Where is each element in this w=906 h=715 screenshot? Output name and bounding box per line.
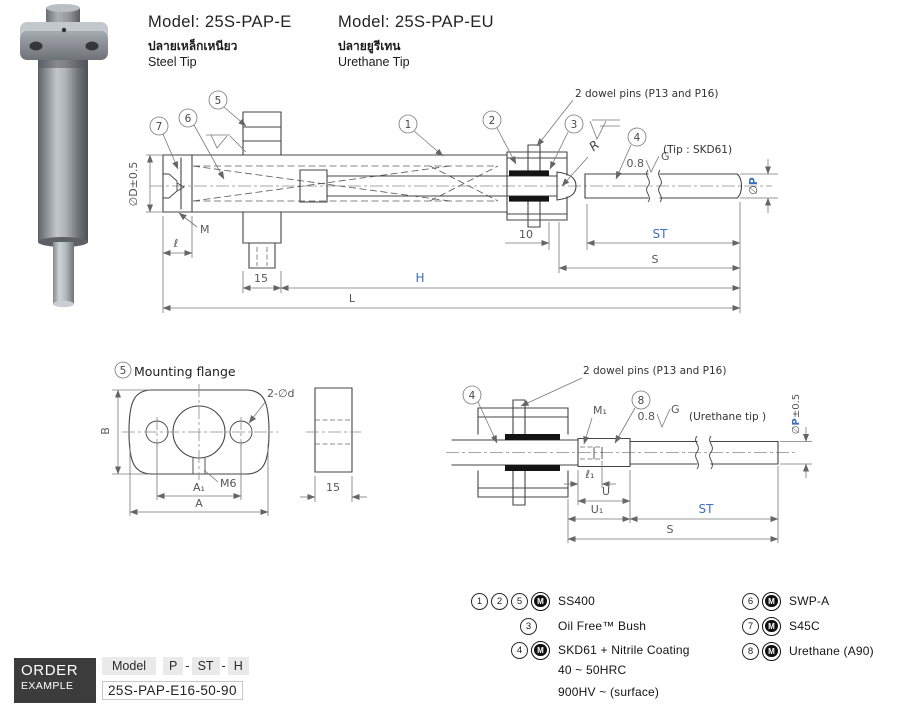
material-name: Urethane (A90)	[789, 644, 874, 658]
roughness-value-2: 0.8	[638, 410, 656, 423]
m6-label: M6	[220, 477, 237, 490]
m1-label: M₁	[593, 404, 607, 417]
r-label: R	[586, 137, 602, 154]
a1-dim: A₁	[193, 481, 205, 494]
ell1-dim: ℓ₁	[585, 468, 595, 481]
part-number-badge: 2	[491, 592, 508, 610]
model-chip: Model	[102, 657, 157, 675]
material-detail: 40 ~ 50HRC	[558, 663, 627, 677]
u1-dim: U₁	[591, 503, 603, 516]
photo-shaft	[53, 242, 74, 304]
callout-2: 2	[489, 115, 496, 127]
material-name: SS400	[558, 594, 596, 608]
mounting-flange-views: 5 Mounting flange B 2-∅d M6 A₁ A	[99, 361, 367, 516]
dia-p-dim: ∅P	[747, 177, 760, 195]
part-number-badge: 6	[742, 592, 759, 610]
st-chip: ST	[191, 657, 220, 675]
material-row: 8 M Urethane (A90)	[735, 641, 874, 661]
dia-p-dim-2: ∅P±0.5	[791, 394, 802, 434]
u-dim: U	[602, 485, 610, 498]
urethane-tip-note: (Urethane tip )	[689, 411, 766, 423]
flange-section-title: Mounting flange	[134, 364, 236, 379]
m-badge: M	[531, 640, 550, 660]
dowel-pins-note: 2 dowel pins (P13 and P16)	[575, 88, 718, 100]
photo-body	[38, 58, 88, 242]
m-badge: M	[762, 591, 781, 611]
drawing-steel-tip: 0.8 G 7 6 5 1 2 3 4 2 dowel pins (	[127, 88, 778, 313]
s-dim-2: S	[667, 523, 674, 536]
callout-3: 3	[571, 119, 578, 131]
callout-6: 6	[185, 113, 192, 125]
material-name: SKD61 + Nitrile Coating	[558, 643, 690, 657]
material-name: S45C	[789, 619, 820, 633]
st-dim: ST	[653, 227, 669, 241]
material-row: 4 M SKD61 + Nitrile Coating	[462, 640, 690, 660]
h-chip: H	[227, 657, 249, 675]
part-number-badge: 3	[520, 617, 537, 635]
dia-d-dim: ∅D±0.5	[127, 162, 140, 207]
order-format-row: Model P - ST - H	[102, 657, 249, 675]
thai-label-steel: ปลายเหล็กเหนียว	[148, 39, 238, 53]
dowel-pins-note-2: 2 dowel pins (P13 and P16)	[583, 365, 726, 377]
l-dim: L	[349, 292, 356, 305]
part-number-badge: 1	[471, 592, 488, 610]
m-thread-label: M	[200, 223, 210, 236]
m-badge: M	[762, 641, 781, 661]
material-name: Oil Free™ Bush	[558, 619, 647, 633]
material-row: 3 Oil Free™ Bush	[462, 617, 646, 635]
callout-1: 1	[405, 119, 412, 131]
product-photo	[20, 4, 108, 308]
model-title-urethane: Model: 25S-PAP-EU	[338, 13, 494, 31]
part-number-badge: 7	[742, 617, 759, 635]
model-title-steel: Model: 25S-PAP-E	[148, 13, 292, 31]
order-example-label: ORDER EXAMPLE	[14, 658, 96, 703]
st-dim-2: ST	[699, 502, 715, 516]
part-number-badge: 8	[742, 642, 759, 660]
material-row: 1 2 5 M SS400	[462, 591, 596, 611]
dim-15: 15	[254, 272, 268, 285]
callout-4b: 4	[469, 390, 476, 402]
roughness-grade-2: G	[671, 403, 680, 416]
photo-flange-hole	[29, 41, 43, 51]
photo-flange	[20, 31, 108, 60]
roughness-value: 0.8	[627, 157, 645, 170]
p-chip: P	[163, 657, 184, 675]
m-badge: M	[531, 591, 550, 611]
thai-label-urethane: ปลายยูรีเทน	[338, 39, 401, 53]
h-dim: H	[415, 271, 424, 285]
order-example-code: 25S-PAP-E16-50-90	[102, 681, 243, 700]
flange-thickness-dim: 15	[326, 481, 340, 494]
material-name: SWP-A	[789, 594, 830, 608]
photo-flange-hole	[85, 41, 99, 51]
ell-dim: ℓ	[173, 237, 179, 250]
b-dim: B	[99, 427, 112, 435]
callout-5: 5	[215, 95, 222, 107]
callout-8: 8	[638, 395, 645, 407]
m-badge: M	[762, 616, 781, 636]
flange-callout-5: 5	[120, 365, 127, 377]
material-row: 7 M S45C	[735, 616, 820, 636]
two-dia-d-label: 2-∅d	[267, 387, 295, 400]
callout-4: 4	[634, 132, 641, 144]
a-dim: A	[195, 497, 203, 510]
order-example: ORDER EXAMPLE Model P - ST - H 25S-PAP-E…	[14, 655, 314, 710]
tip-material-note: (Tip : SKD61)	[663, 144, 732, 156]
roughness-grade: G	[661, 150, 670, 163]
callout-7: 7	[156, 121, 163, 133]
tip-label-steel: Steel Tip	[148, 55, 197, 69]
part-number-badge: 4	[511, 641, 528, 659]
material-detail: 900HV ~ (surface)	[558, 685, 660, 699]
callout-balloons: 7 6 5 1 2 3 4	[149, 90, 647, 180]
dim-10: 10	[519, 228, 533, 241]
drawing-urethane-tip: 2 dowel pins (P13 and P16) 4 8 M₁ 0.8 G …	[446, 365, 812, 543]
material-row: 6 M SWP-A	[735, 591, 830, 611]
s-dim: S	[652, 253, 659, 266]
part-number-badge: 5	[511, 592, 528, 610]
tip-label-urethane: Urethane Tip	[338, 55, 410, 69]
